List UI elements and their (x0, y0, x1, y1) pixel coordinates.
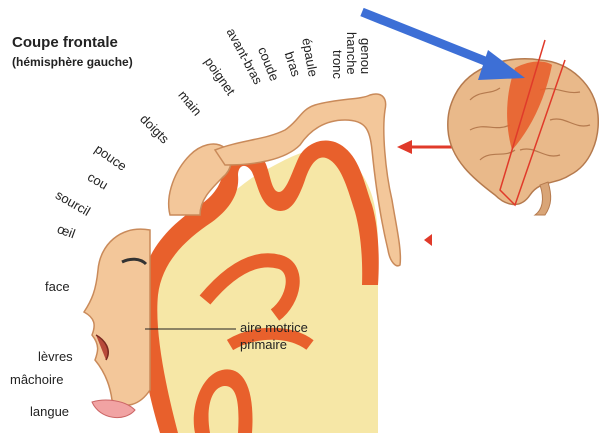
label-face: face (45, 280, 70, 293)
homunculus-face (84, 229, 150, 405)
annotation-line-1: aire motrice (240, 319, 308, 336)
label-machoire: mâchoire (10, 373, 63, 386)
label-levres: lèvres (38, 350, 73, 363)
brain-illustration (448, 40, 598, 215)
figure-title: Coupe frontale (12, 34, 118, 51)
blue-arrow-shaft (362, 12, 495, 65)
label-langue: langue (30, 405, 69, 418)
label-tronc: tronc (331, 50, 344, 79)
label-genou: genou (359, 38, 372, 74)
figure-subtitle: (hémisphère gauche) (12, 55, 133, 69)
annotation-aire-motrice: aire motrice primaire (240, 319, 308, 353)
annotation-line-2: primaire (240, 336, 308, 353)
red-arrow-head (397, 140, 412, 154)
label-hanche: hanche (345, 32, 358, 75)
red-arrow-small (424, 234, 432, 246)
